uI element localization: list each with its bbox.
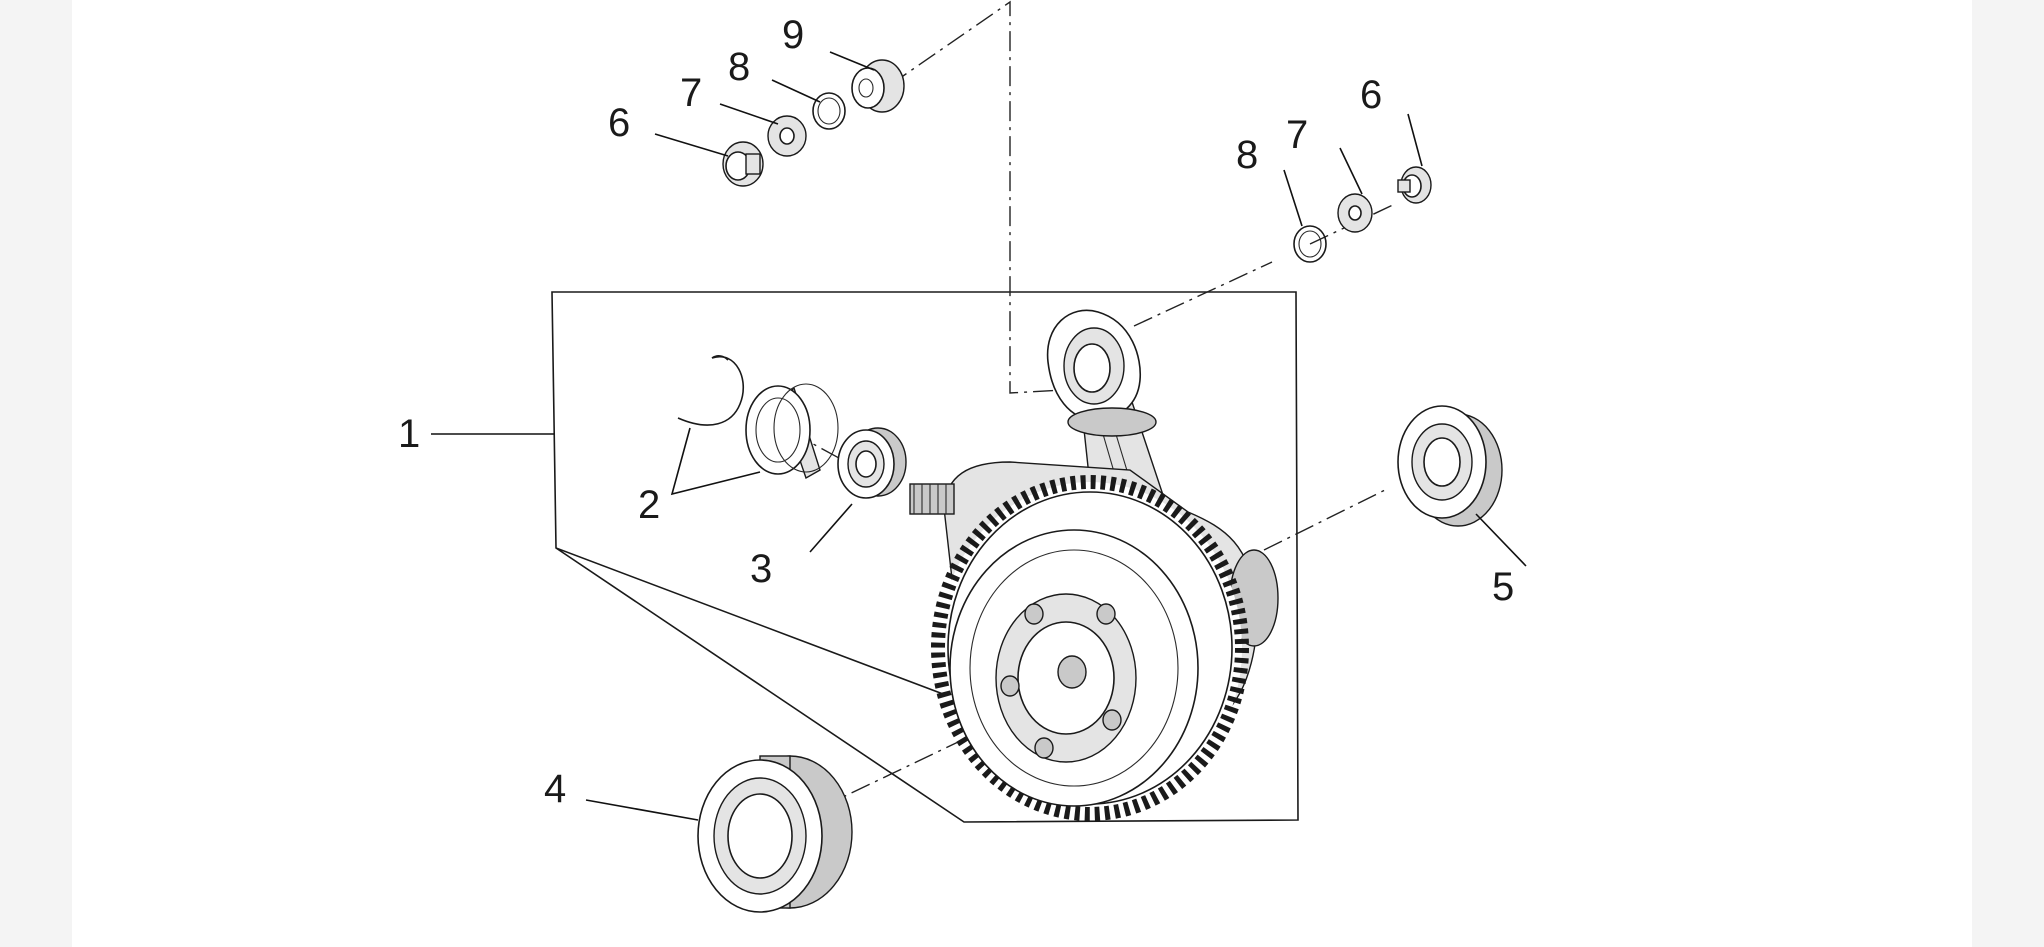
callout-6-right: 6 [1360, 73, 1382, 117]
callout-9: 9 [782, 13, 804, 57]
callout-labels: 1 2 3 4 5 6 7 8 9 6 7 8 [398, 13, 1514, 811]
flywheel-bolt-holes [1000, 603, 1122, 759]
part-3-bearing [837, 427, 907, 499]
part-2-sleeve [745, 383, 839, 480]
callout-1: 1 [398, 412, 420, 456]
callout-5: 5 [1492, 565, 1514, 609]
part-6-bolt-right [1397, 166, 1432, 204]
left-margin [0, 0, 72, 947]
callout-6-left: 6 [608, 101, 630, 145]
leader-4 [585, 799, 699, 821]
part-6-bolt [722, 141, 764, 187]
callout-4: 4 [544, 767, 566, 811]
assembly-group-frame [551, 291, 1299, 823]
leader-2 [670, 427, 761, 496]
part-8-circlip-right [1293, 225, 1327, 263]
callout-7-left: 7 [680, 71, 702, 115]
right-margin [1972, 0, 2044, 947]
callout-2: 2 [638, 483, 660, 527]
callout-3: 3 [750, 547, 772, 591]
part-5-bearing [1397, 405, 1503, 527]
leader-3 [809, 503, 853, 553]
callout-8-left: 8 [728, 45, 750, 89]
part-2-circlip [677, 355, 745, 426]
part-4-bearing [697, 755, 853, 913]
callout-8-right: 8 [1236, 133, 1258, 177]
small-part-leaders [654, 51, 1423, 227]
leader-5 [1475, 513, 1527, 567]
part-8-circlip [812, 92, 846, 130]
part-9-bushing [851, 59, 905, 113]
part-7-washer [767, 115, 807, 157]
crankshaft-gear-assembly [909, 309, 1279, 821]
part-7-washer-right [1337, 193, 1373, 233]
callout-7-right: 7 [1286, 113, 1308, 157]
